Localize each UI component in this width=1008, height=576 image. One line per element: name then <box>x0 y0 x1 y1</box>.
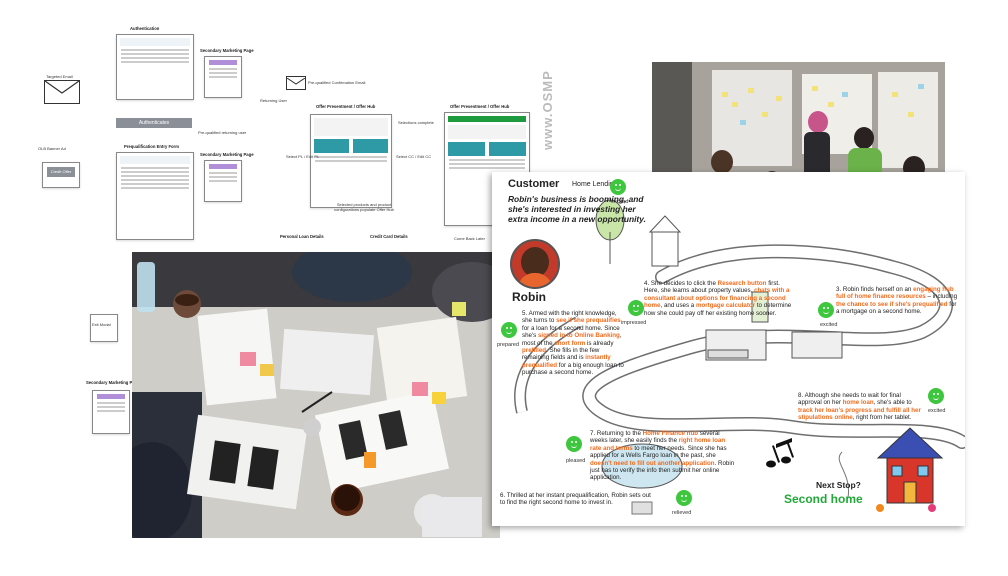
offer-hub-title-1: Offer Presentment / Offer Hub <box>316 104 376 109</box>
happy-face-icon <box>676 490 692 506</box>
journey-step-7: 7. Returning to the Home Finance hub sev… <box>590 430 735 482</box>
come-back-label: Come Back Later <box>454 236 485 241</box>
secondary-marketing-title-3: Secondary Marketing Page <box>86 380 140 385</box>
watermark: www.OSMP <box>540 70 555 150</box>
authenticates-band: Authenticates <box>116 118 192 128</box>
happy-face-icon <box>818 302 834 318</box>
credit-card-title: Credit Card Details <box>370 234 408 239</box>
banner-ad-wireframe: Credit Offer <box>42 162 80 188</box>
returning-user-label: Returning User <box>260 98 287 103</box>
happy-face-icon <box>610 179 626 195</box>
emotion-impressed: impressed <box>621 320 647 326</box>
journey-step-3: 3. Robin finds herself on an engaging hu… <box>836 286 958 316</box>
prequal-email-label: Pre-qualified Confirmation Email <box>308 80 366 85</box>
workshop-table-drawing <box>132 252 500 538</box>
exit-modal-wireframe <box>90 314 118 342</box>
flow-diagram: Authentication Authenticates Secondary M… <box>20 22 580 342</box>
second-home-label: Second home <box>784 492 863 506</box>
emotion-excited-top: excited <box>611 199 629 205</box>
offer-hub-wireframe-2 <box>444 112 530 226</box>
prequal-returning-label: Pre-qualified returning user <box>198 130 247 135</box>
confirmation-envelope-icon <box>286 76 306 90</box>
workshop-table-photo <box>132 252 500 538</box>
select-pl-label: Select PL / Edit PL <box>286 154 320 159</box>
secondary-marketing-wireframe-1 <box>204 56 242 98</box>
emotion-excited-3: excited <box>820 322 838 328</box>
persona-intro: Robin's business is booming, and she's i… <box>508 194 646 224</box>
journey-road-drawing <box>514 199 965 515</box>
targeted-email-label: Targeted Email <box>46 74 73 79</box>
journey-step-8: 8. Although she needs to wait for final … <box>798 392 921 422</box>
selected-products-label: Selected products and product configurat… <box>334 202 394 212</box>
auth-title: Authentication <box>130 26 160 31</box>
personal-loan-title: Personal Loan Details <box>280 234 324 239</box>
journey-step-4: 4. She decides to click the Research but… <box>644 280 792 317</box>
happy-face-icon <box>501 322 517 338</box>
selections-complete-label: Selections complete <box>398 120 434 125</box>
credit-offer-label: Credit Offer <box>47 167 75 177</box>
auth-wireframe <box>116 34 194 100</box>
offer-hub-title-2: Offer Presentment / Offer Hub <box>450 104 510 109</box>
emotion-prepared: prepared <box>497 342 520 348</box>
prequal-form-wireframe <box>116 152 194 240</box>
happy-face-icon <box>566 436 582 452</box>
robin-avatar <box>510 239 560 289</box>
select-cc-label: Select CC / Edit CC <box>396 154 432 159</box>
customer-header: Customer <box>508 178 560 190</box>
happy-face-icon <box>628 300 644 316</box>
secondary-marketing-wireframe-3 <box>92 390 130 434</box>
secondary-marketing-title-2: Secondary Marketing Page <box>200 152 254 157</box>
happy-face-icon <box>928 388 944 404</box>
emotion-relieved: relieved <box>672 510 692 516</box>
secondary-marketing-wireframe-2 <box>204 160 242 202</box>
persona-name: Robin <box>512 290 546 304</box>
emotion-excited-8: excited <box>928 408 946 414</box>
offer-hub-wireframe-1 <box>310 114 392 208</box>
next-stop-label: Next Stop? <box>816 480 861 490</box>
olb-banner-label: OLB Banner Ad <box>38 146 66 151</box>
segment-header: Home Lending <box>572 181 618 188</box>
exit-modal-label: Exit Modal <box>92 322 111 327</box>
customer-journey-map: Customer Home Lending Robin's business i… <box>492 172 965 526</box>
secondary-marketing-title-1: Secondary Marketing Page <box>200 48 254 53</box>
prequal-entry-title: Prequalification Entry Form <box>124 144 179 149</box>
email-envelope-icon <box>44 80 80 104</box>
journey-step-6: 6. Thrilled at her instant prequalificat… <box>500 492 651 507</box>
emotion-pleased: pleased <box>566 458 586 464</box>
journey-step-5: 5. Armed with the right knowledge, she t… <box>522 310 624 377</box>
